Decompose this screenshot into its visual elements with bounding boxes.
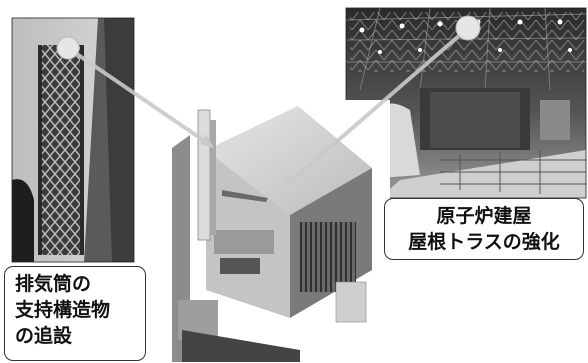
- roof-truss-label: 原子炉建屋 屋根トラスの強化: [384, 198, 584, 260]
- stack-support-label-line: の追設: [15, 325, 73, 347]
- pointer-line-left: [66, 46, 208, 144]
- model-roof: [206, 106, 372, 215]
- roof-truss-label-line: 屋根トラスの強化: [408, 231, 560, 253]
- model-exhaust-stack: [197, 109, 211, 241]
- stack-support-label: 排気筒の 支持構造物 の追設: [4, 266, 146, 361]
- stack-lattice-tower: [40, 45, 82, 255]
- pointer-dot-right: [455, 15, 481, 41]
- stack-support-label-line: 支持構造物: [15, 299, 111, 321]
- roof-truss-label-line: 原子炉建屋: [436, 205, 532, 227]
- model-vent-grille: [300, 222, 356, 292]
- reactor-building-model-photo: [170, 100, 390, 362]
- pointer-line-right: [288, 26, 470, 184]
- pointer-dot-left: [56, 36, 80, 60]
- stack-support-label-line: 排気筒の: [15, 273, 92, 295]
